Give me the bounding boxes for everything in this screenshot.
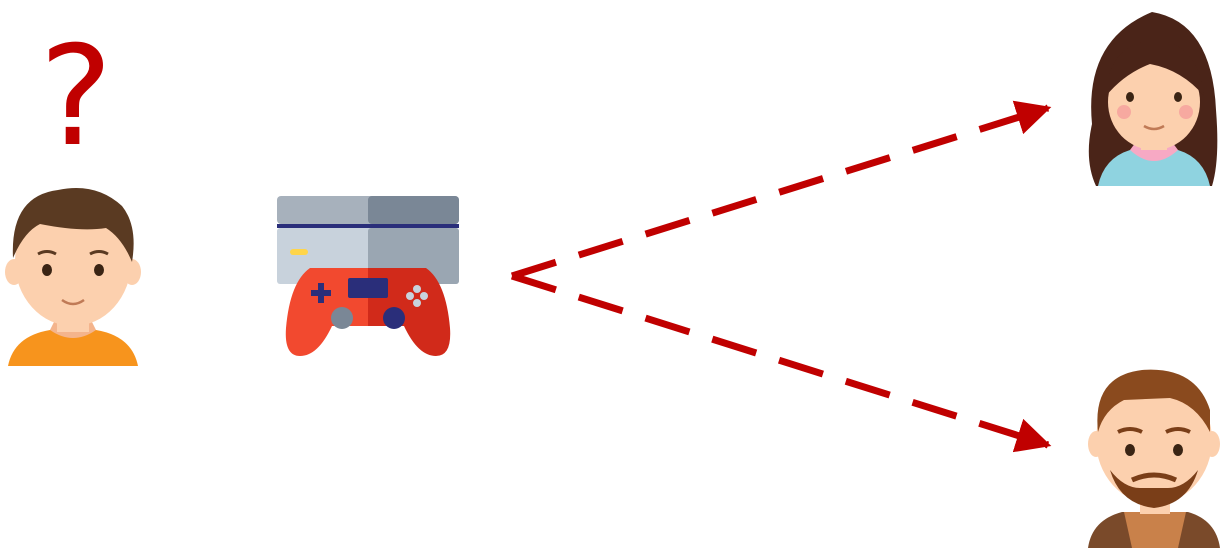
gamepad-icon [286, 268, 450, 356]
arrow-to-woman [512, 108, 1048, 276]
bearded-man-avatar-icon [1088, 370, 1220, 548]
boy-avatar-icon [5, 188, 141, 366]
arrow-to-man [512, 276, 1048, 445]
question-mark: ? [36, 22, 116, 172]
woman-avatar-icon [1089, 12, 1218, 186]
